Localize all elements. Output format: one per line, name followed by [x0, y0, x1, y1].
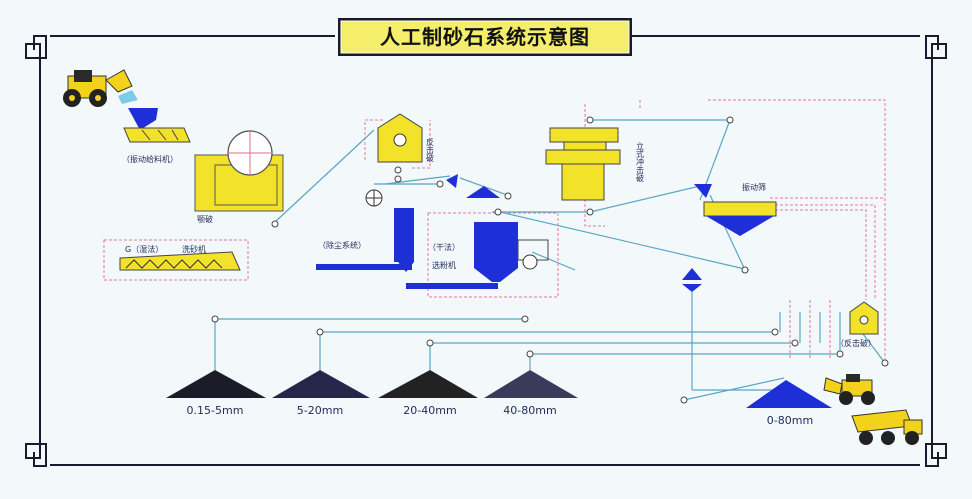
product-size-2: 20-40mm	[403, 404, 456, 417]
stockpile-2	[378, 370, 478, 398]
title-box: 人工制砂石系统示意图	[338, 18, 632, 56]
label-vertical-impact-crusher: 立式冲击破	[636, 141, 645, 183]
label-dust-removal: （除尘系统）	[318, 240, 366, 250]
vibrating-feeder: （振动给料机）	[122, 108, 191, 164]
diagram-title: 人工制砂石系统示意图	[380, 25, 590, 49]
label-impact-crusher-1: 反击破	[426, 137, 435, 163]
label-impact-crusher-2: （反击破）	[836, 338, 876, 348]
dump-truck-icon	[851, 409, 923, 445]
wheel-loader-icon	[63, 69, 138, 107]
label-jaw-crusher: 颚破	[197, 214, 213, 224]
stockpile-1	[272, 370, 370, 398]
stockpile-4	[746, 380, 832, 408]
jaw-crusher: 颚破	[194, 130, 284, 224]
product-size-3: 40-80mm	[503, 404, 556, 417]
impact-crusher-2: （反击破）	[836, 301, 879, 348]
pulley	[365, 174, 458, 207]
wheel-loader-icon-2	[823, 374, 875, 405]
joint-nodes	[211, 116, 889, 404]
stockpiles: 0.15-5mm 5-20mm 20-40mm 40-80mm 0-80mm	[166, 370, 832, 427]
label-powder-separator: 选粉机	[432, 260, 456, 270]
stockpile-0	[166, 370, 266, 398]
product-size-0: 0.15-5mm	[187, 404, 244, 417]
sand-washer: G（湿法） 洗砂机	[119, 244, 241, 271]
product-size-1: 5-20mm	[297, 404, 343, 417]
label-wet-method: G（湿法）	[125, 244, 163, 254]
label-vibrating-screen: 振动筛	[742, 182, 766, 192]
vertical-impact-crusher: 立式冲击破	[545, 127, 645, 201]
decorative-frame	[25, 35, 947, 467]
label-dry-method: （干法）	[428, 242, 460, 252]
flow-lines	[214, 119, 886, 401]
dashed-lines	[103, 99, 886, 360]
vibrating-screen: 振动筛	[682, 182, 777, 292]
stockpile-3	[484, 370, 578, 398]
label-sand-washer: 洗砂机	[182, 244, 206, 254]
impact-crusher-1: 反击破	[377, 113, 435, 163]
product-size-4: 0-80mm	[767, 414, 813, 427]
powder-separator: （干法） 选粉机	[406, 186, 549, 289]
label-vibrating-feeder: （振动给料机）	[122, 154, 178, 164]
dust-removal-system: （除尘系统）	[316, 208, 414, 272]
